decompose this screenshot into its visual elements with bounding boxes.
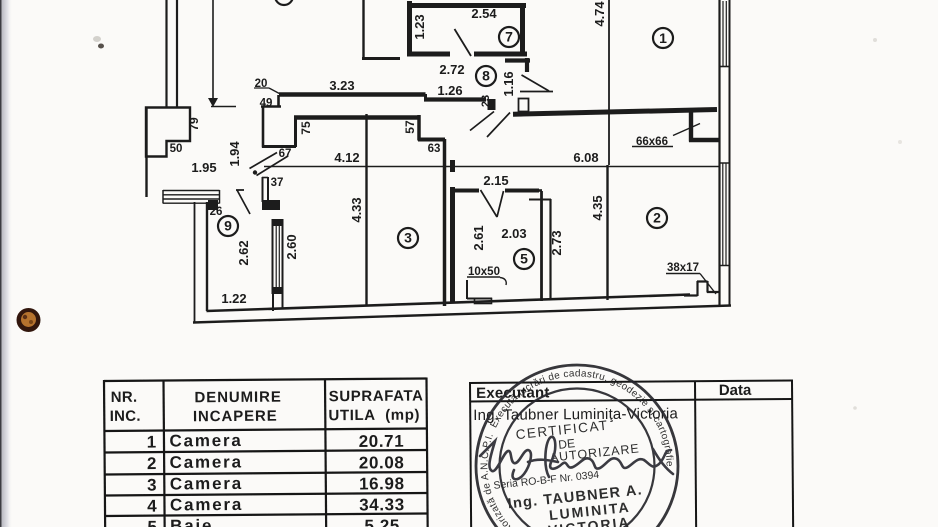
svg-text:1.16: 1.16 [501, 71, 516, 96]
svg-text:1.94: 1.94 [227, 141, 242, 167]
svg-text:66x66: 66x66 [636, 136, 668, 148]
svg-text:57: 57 [403, 120, 417, 134]
svg-text:4.35: 4.35 [590, 195, 605, 220]
svg-text:8: 8 [482, 68, 490, 84]
svg-text:38x17: 38x17 [667, 262, 699, 274]
svg-text:Executant: Executant [476, 384, 550, 402]
svg-text:20: 20 [255, 78, 268, 90]
svg-text:1: 1 [147, 433, 157, 452]
svg-text:3: 3 [147, 476, 157, 495]
svg-text:23: 23 [480, 95, 492, 107]
svg-text:5: 5 [147, 518, 157, 527]
svg-text:5: 5 [520, 251, 528, 267]
svg-text:NR.: NR. [111, 389, 138, 406]
svg-text:Camera: Camera [170, 474, 243, 494]
svg-text:26: 26 [210, 206, 223, 218]
svg-text:2.03: 2.03 [501, 226, 526, 241]
svg-text:INC.: INC. [110, 408, 141, 425]
svg-text:Camera: Camera [170, 495, 243, 515]
svg-text:49: 49 [260, 98, 273, 110]
svg-text:67: 67 [279, 148, 292, 160]
svg-text:2.15: 2.15 [483, 173, 508, 188]
svg-text:34.33: 34.33 [359, 495, 405, 514]
svg-text:INCAPERE: INCAPERE [193, 408, 278, 426]
svg-text:Baie: Baie [170, 516, 213, 527]
svg-text:6.08: 6.08 [573, 150, 598, 165]
svg-text:5.25: 5.25 [364, 516, 400, 527]
svg-text:SUPRAFATA: SUPRAFATA [329, 387, 424, 405]
svg-text:79: 79 [187, 117, 201, 131]
svg-text:2.72: 2.72 [439, 62, 464, 77]
svg-text:20.71: 20.71 [359, 432, 405, 451]
svg-text:2: 2 [653, 210, 661, 226]
svg-text:20.08: 20.08 [359, 453, 405, 472]
svg-text:2.73: 2.73 [549, 230, 564, 255]
svg-text:10x50: 10x50 [468, 266, 500, 278]
svg-text:3: 3 [404, 230, 412, 246]
svg-text:4: 4 [147, 497, 157, 516]
svg-text:DE: DE [558, 436, 576, 452]
svg-text:2.54: 2.54 [471, 6, 497, 21]
svg-text:1.23: 1.23 [412, 14, 427, 39]
svg-text:37: 37 [271, 177, 284, 189]
svg-text:4.74: 4.74 [592, 1, 607, 27]
svg-text:75: 75 [299, 121, 313, 135]
svg-text:UTILA (mp): UTILA (mp) [328, 407, 420, 425]
svg-text:50: 50 [170, 143, 183, 155]
svg-text:Camera: Camera [170, 452, 243, 472]
svg-text:16.98: 16.98 [359, 474, 405, 493]
svg-text:2: 2 [147, 454, 157, 473]
svg-text:2.61: 2.61 [471, 225, 486, 250]
svg-text:7: 7 [505, 29, 513, 45]
svg-text:9: 9 [224, 218, 232, 234]
svg-text:2.60: 2.60 [284, 234, 299, 259]
svg-text:2.62: 2.62 [236, 240, 251, 265]
svg-text:Data: Data [719, 382, 752, 399]
svg-text:DENUMIRE: DENUMIRE [194, 389, 281, 407]
svg-text:63: 63 [428, 143, 441, 155]
svg-text:1.26: 1.26 [437, 83, 462, 98]
svg-text:4.12: 4.12 [334, 150, 359, 165]
svg-text:Camera: Camera [169, 431, 242, 451]
svg-text:4.33: 4.33 [349, 197, 364, 222]
svg-text:1.95: 1.95 [191, 160, 216, 175]
svg-text:3.23: 3.23 [329, 78, 354, 93]
svg-text:1: 1 [659, 30, 667, 46]
svg-text:1.22: 1.22 [221, 291, 246, 306]
